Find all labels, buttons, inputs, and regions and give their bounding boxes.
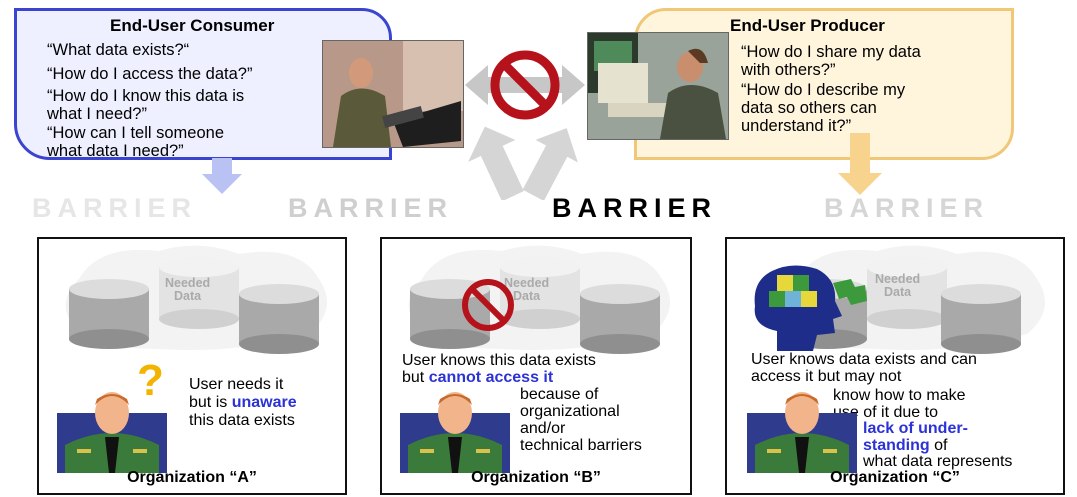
barrier-label-2: BARRIER	[288, 193, 454, 223]
consumer-photo	[322, 40, 464, 148]
org-c-text-1: User knows data exists and can access it…	[751, 351, 977, 385]
org-b-text-2a: but	[402, 369, 429, 386]
barrier-label-1: BARRIER	[32, 193, 198, 223]
producer-question-2: “How do I describe my data so others can…	[741, 81, 906, 135]
org-a-unaware: unaware	[231, 394, 297, 411]
org-b-text-1: User knows this data exists	[402, 352, 596, 369]
org-c-text-4: of	[929, 437, 948, 454]
organization-b-panel: Needed Data User knows this data exists …	[380, 237, 692, 495]
org-c-text-5: what data represents	[863, 453, 1013, 470]
barrier-label-3: BARRIER	[552, 193, 718, 223]
question-mark-icon: ?	[137, 356, 164, 405]
organization-c-title: Organization “C”	[830, 469, 960, 486]
needed-data-label: Needed Data	[165, 276, 211, 303]
organization-a-title: Organization “A”	[127, 469, 257, 486]
top-arrows-group	[465, 50, 585, 200]
up-arrow-right-icon	[522, 128, 578, 200]
user-avatar-icon	[400, 392, 510, 473]
org-b-cannot-access: cannot access it	[428, 369, 554, 386]
consumer-title: End-User Consumer	[110, 16, 275, 35]
consumer-question-3: “How do I know this data is what I need?…	[47, 87, 245, 123]
consumer-down-arrow-icon	[202, 158, 242, 194]
org-c-lack-of-understanding: lack of under- standing	[863, 420, 968, 454]
producer-photo	[587, 32, 729, 140]
up-arrow-left-icon	[468, 126, 524, 200]
consumer-question-4: “How can I tell someone what data I need…	[47, 124, 224, 160]
organization-c-panel: Needed Data User knows data exists and c…	[725, 237, 1065, 495]
user-avatar-icon	[747, 392, 857, 473]
organization-b-title: Organization “B”	[471, 469, 601, 486]
org-a-text-3: this data exists	[189, 412, 295, 429]
org-c-text-3-wrap: lack of under- standing of	[863, 420, 968, 454]
org-a-text-2: but is unaware	[189, 394, 297, 411]
organization-a-panel: Needed Data ? User needs it but is unawa…	[37, 237, 347, 495]
consumer-question-1: “What data exists?“	[47, 41, 190, 59]
user-avatar-icon	[57, 392, 167, 473]
org-a-text-1: User needs it	[189, 376, 284, 393]
no-entry-sign-icon	[490, 50, 560, 120]
producer-question-1: “How do I share my data with others?”	[741, 43, 921, 79]
no-access-sign-icon	[462, 279, 514, 331]
needed-data-label: Needed Data	[875, 272, 921, 299]
org-b-text-2: but cannot access it	[402, 369, 553, 386]
barrier-label-4: BARRIER	[824, 193, 990, 223]
org-b-text-3: because of organizational and/or technic…	[520, 386, 642, 454]
consumer-question-2: “How do I access the data?”	[47, 65, 253, 83]
puzzle-head-icon	[754, 265, 867, 351]
producer-down-arrow-icon	[838, 133, 882, 195]
data-cylinders-icon	[65, 245, 328, 354]
producer-title: End-User Producer	[730, 16, 885, 35]
needed-data-label: Needed Data	[504, 276, 550, 303]
org-a-text-2a: but is	[189, 394, 232, 411]
